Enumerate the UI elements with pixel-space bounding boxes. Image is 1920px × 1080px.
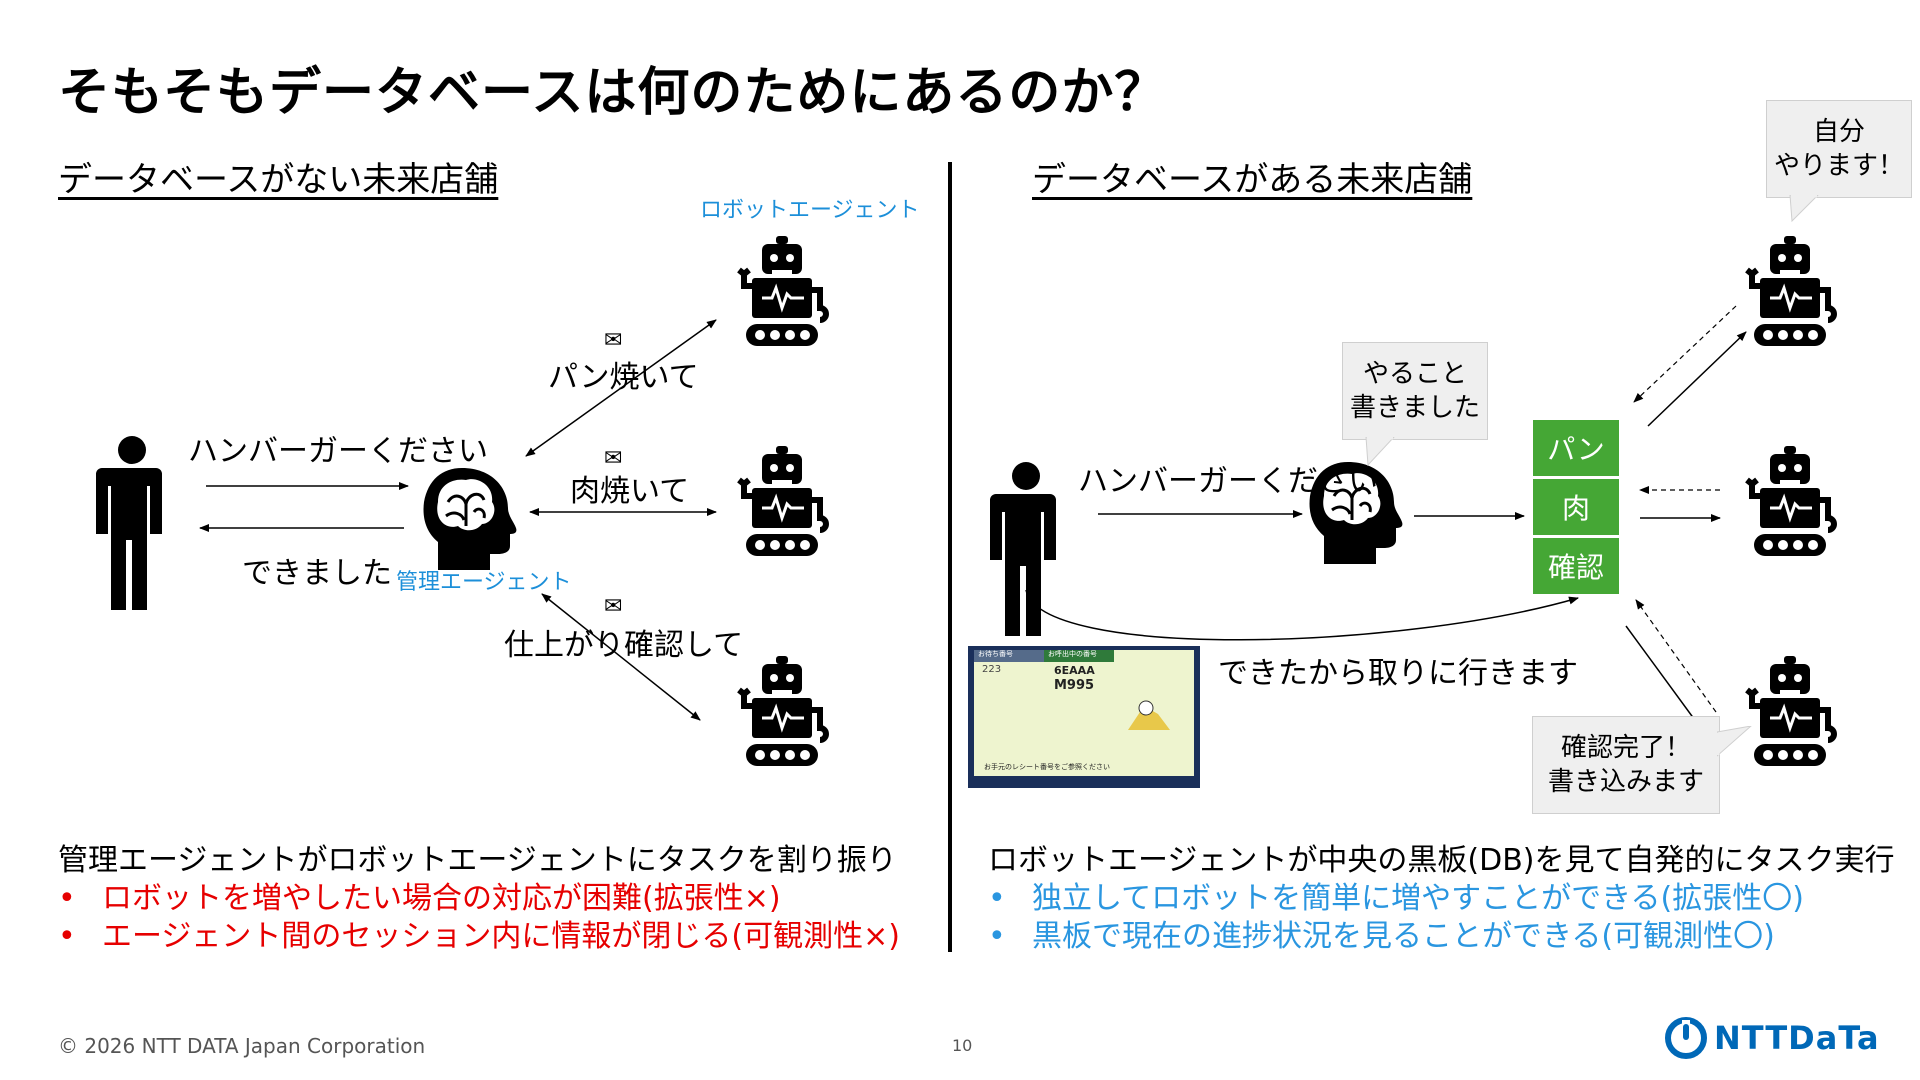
envelope-icon: ✉ — [604, 446, 623, 471]
robot-icon-left-2 — [739, 446, 826, 556]
callout-self-tail — [1789, 195, 1819, 223]
screen-header-left: お待ち番号 — [978, 650, 1013, 658]
robot-icon-left-1 — [739, 236, 826, 346]
copyright-text: © 2026 NTT DATA Japan Corporation — [58, 1034, 426, 1058]
screen-waiting-number: 223 — [982, 664, 1002, 675]
order-status-screen: お待ち番号 お呼出中の番号 223 6EAAA M995 お手元のレシート番号を… — [968, 646, 1200, 788]
right-summary-block: ロボットエージェントが中央の黒板(DB)を見て自発的にタスク実行 •独立してロボ… — [988, 842, 1895, 956]
envelope-icon: ✉ — [604, 594, 623, 619]
blackboard-db: パン 肉 確認 — [1533, 420, 1619, 594]
robot-agent-label: ロボットエージェント — [700, 198, 920, 223]
screen-mascot-icon — [1128, 700, 1170, 730]
ntt-data-logo: NTTDaTa — [1664, 1016, 1880, 1060]
robot1-read-arrow — [1633, 305, 1737, 403]
customer-person-icon-right — [990, 462, 1056, 636]
envelope-icon: ✉ — [604, 328, 623, 353]
page-title: そもそもデータベースは何のためにあるのか？ — [58, 63, 1168, 123]
robot-icon-left-3 — [739, 656, 826, 766]
robot-icon-right-1 — [1747, 236, 1834, 346]
callout-done: 確認完了！書き込みます — [1532, 716, 1720, 814]
callout-done-tail — [1717, 726, 1752, 757]
left-bullet-2: •エージェント間のセッション内に情報が閉じる(可観測性×) — [58, 919, 900, 954]
left-bullet-1: •ロボットを増やしたい場合の対応が困難(拡張性×) — [58, 881, 781, 916]
screen-code-2: M995 — [1054, 678, 1095, 693]
callout-written: やること書きました — [1342, 342, 1488, 440]
robot-icon-right-2 — [1747, 446, 1834, 556]
callout-written-tail — [1365, 437, 1395, 467]
left-summary: 管理エージェントがロボットエージェントにタスクを割り振り — [58, 843, 897, 878]
screen-code-1: 6EAAA — [1054, 664, 1095, 677]
pickup-label: できたから取りに行きます — [1218, 656, 1578, 691]
order-label-right: ハンバーガーください — [1078, 464, 1378, 499]
right-bullet-1: •独立してロボットを簡単に増やすことができる(拡張性〇) — [988, 881, 1804, 916]
manager-agent-label: 管理エージェント — [396, 570, 572, 595]
center-divider — [948, 162, 952, 952]
left-subtitle: データベースがない未来店舗 — [58, 160, 499, 200]
bread-arrow — [525, 319, 717, 457]
task-meat-label: 肉焼いて — [570, 474, 690, 509]
page-number: 10 — [952, 1036, 973, 1055]
db-item-check: 確認 — [1547, 551, 1604, 584]
check-arrow — [541, 593, 701, 721]
right-bullet-2: •黒板で現在の進捗状況を見ることができる(可観測性〇) — [988, 919, 1775, 954]
callout-self: 自分やります！ — [1766, 100, 1912, 198]
screen-footer-text: お手元のレシート番号をご参照ください — [984, 763, 1110, 771]
robot-icon-right-3 — [1747, 656, 1834, 766]
db-item-bread: パン — [1533, 420, 1619, 479]
pickup-arrow — [1025, 589, 1579, 641]
task-bread-label: パン焼いて — [548, 360, 699, 395]
done-label: できました — [242, 556, 392, 591]
screen-header-right: お呼出中の番号 — [1048, 650, 1097, 658]
task-check-label: 仕上がり確認して — [504, 628, 744, 663]
robot1-write-arrow — [1647, 331, 1747, 427]
right-summary: ロボットエージェントが中央の黒板(DB)を見て自発的にタスク実行 — [988, 843, 1895, 878]
customer-person-icon-left — [96, 436, 162, 610]
ntt-logo-text: NTTDaTa — [1714, 1019, 1880, 1057]
order-label-left: ハンバーガーください — [188, 434, 488, 469]
manager-brain-icon-left — [422, 466, 518, 572]
db-item-meat: 肉 — [1533, 479, 1619, 538]
left-summary-block: 管理エージェントがロボットエージェントにタスクを割り振り •ロボットを増やしたい… — [58, 842, 900, 956]
robot3-read-arrow — [1635, 599, 1717, 713]
ntt-logo-mark-icon — [1665, 1017, 1707, 1059]
right-subtitle: データベースがある未来店舗 — [1032, 160, 1473, 200]
